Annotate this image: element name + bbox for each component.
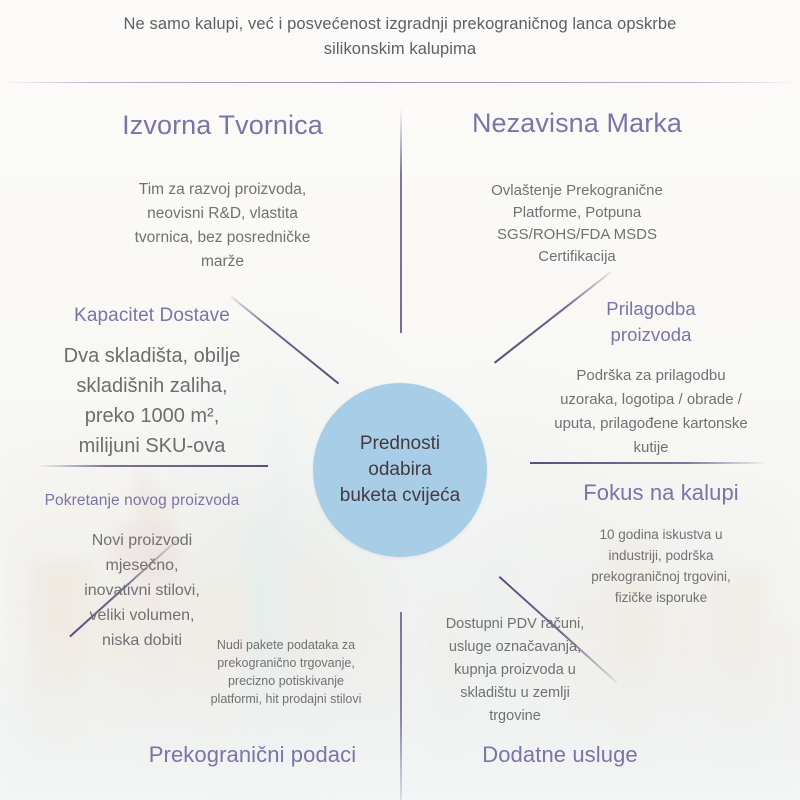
header-title: Ne samo kalupi, već i posvećenost izgrad… [123,15,677,58]
section-body-extra-services: Dostupni PDV računi, usluge označavanja,… [445,616,585,724]
section-body-cross-border-data-wrap: Nudi pakete podataka za prekogranično tr… [180,636,392,708]
section-product-customization: Prilagodba proizvoda Podrška za prilagod… [520,296,782,460]
section-body-independent-brand: Ovlaštenje Prekogranične Platforme, Potp… [491,182,663,265]
section-new-product-launch: Pokretanje novog proizvoda Novi proizvod… [10,490,274,653]
section-title-extra-services-wrap: Dodatne usluge [420,740,700,770]
section-body-mold-focus: 10 godina iskustva u industriji, podrška… [591,527,731,605]
section-delivery-capacity: Kapacitet Dostave Dva skladišta, obilje … [18,303,286,461]
section-title-cross-border-data: Prekogranični podaci [148,742,357,767]
section-body-cross-border-data: Nudi pakete podataka za prekogranično tr… [210,638,362,706]
section-independent-brand: Nezavisna Marka Ovlaštenje Prekogranične… [412,106,742,268]
center-hub-label: Prednosti odabira buketa cvijeća [339,433,461,506]
section-title-mold-focus: Fokus na kalupi [583,480,739,505]
section-body-product-customization: Podrška za prilagodbu uzoraka, logotipa … [554,367,748,456]
header: Ne samo kalupi, već i posvećenost izgrad… [0,12,800,62]
header-divider [0,82,800,83]
divider-vertical-top [400,108,402,333]
section-body-delivery-capacity: Dva skladišta, obilje skladišnih zaliha,… [63,345,241,457]
divider-horizontal-left [36,465,268,467]
section-title-independent-brand: Nezavisna Marka [471,108,683,138]
section-original-factory: Izvorna Tvornica Tim za razvoj proizvoda… [60,108,385,274]
section-title-product-customization: Prilagodba proizvoda [606,298,696,345]
section-title-delivery-capacity: Kapacitet Dostave [74,305,230,326]
section-body-new-product-launch: Novi proizvodi mjesečno, inovativni stil… [84,532,200,649]
divider-horizontal-right [530,462,768,464]
section-title-cross-border-data-wrap: Prekogranični podaci [110,740,395,770]
center-hub: Prednosti odabira buketa cvijeća [313,383,487,557]
background-waterline [0,650,800,800]
section-mold-focus: Fokus na kalupi 10 godina iskustva u ind… [530,478,792,608]
section-title-new-product-launch: Pokretanje novog proizvoda [44,492,240,509]
section-title-original-factory: Izvorna Tvornica [122,110,323,140]
section-title-extra-services: Dodatne usluge [482,742,638,767]
section-body-original-factory: Tim za razvoj proizvoda, neovisni R&D, v… [134,181,311,270]
section-body-extra-services-wrap: Dostupni PDV računi, usluge označavanja,… [406,613,624,728]
